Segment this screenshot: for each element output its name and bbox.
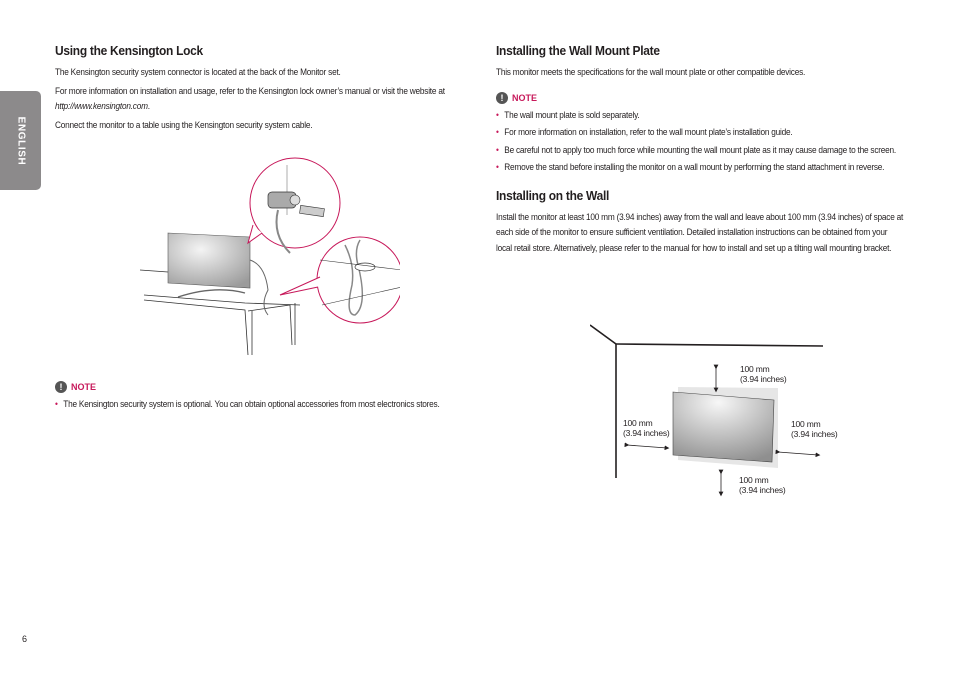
kensington-link[interactable]: http://www.kensington.com	[55, 101, 148, 111]
bullet-icon: •	[496, 127, 499, 137]
kensington-section: Using the Kensington Lock The Kensington…	[55, 43, 475, 136]
section-title: Installing on the Wall	[496, 187, 610, 203]
exclamation-icon: !	[496, 91, 508, 104]
paragraph: Install the monitor at least 100 mm (3.9…	[496, 211, 904, 253]
note-item: •Remove the stand before installing the …	[496, 160, 903, 176]
note-item: •For more information on installation, r…	[496, 125, 903, 141]
paragraph: Connect the monitor to a table using the…	[55, 119, 313, 130]
section-title: Using the Kensington Lock	[55, 43, 203, 58]
dimension-right: 100 mm (3.94 inches)	[791, 419, 838, 439]
wall-mount-section: Installing the Wall Mount Plate This mon…	[496, 43, 906, 259]
paragraph: For more information on installation and…	[55, 85, 445, 112]
wall-clearance-diagram	[590, 324, 824, 497]
bullet-icon: •	[496, 109, 499, 120]
note-label: NOTE	[512, 92, 538, 103]
bullet-icon: •	[496, 144, 499, 155]
section-title: Installing the Wall Mount Plate	[496, 43, 660, 58]
note-item: •The wall mount plate is sold separately…	[496, 108, 903, 124]
bullet-icon: •	[496, 162, 499, 172]
language-tab-label: ENGLISH	[15, 116, 26, 165]
note-item: •The Kensington security system is optio…	[55, 397, 482, 413]
language-tab: ENGLISH	[0, 91, 41, 190]
kensington-note: ! NOTE •The Kensington security system i…	[55, 370, 485, 415]
kensington-lock-illustration	[140, 157, 400, 355]
dimension-bottom: 100 mm (3.94 inches)	[739, 475, 786, 495]
exclamation-icon: !	[55, 381, 67, 393]
dimension-top: 100 mm (3.94 inches)	[740, 364, 787, 384]
note-label: NOTE	[71, 382, 97, 392]
paragraph: The Kensington security system connector…	[55, 67, 341, 77]
note-item: •Be careful not to apply too much force …	[496, 143, 903, 159]
dimension-left: 100 mm (3.94 inches)	[623, 418, 670, 438]
bullet-icon: •	[55, 399, 58, 409]
page-number: 6	[22, 634, 28, 644]
paragraph: This monitor meets the specifications fo…	[496, 67, 806, 77]
